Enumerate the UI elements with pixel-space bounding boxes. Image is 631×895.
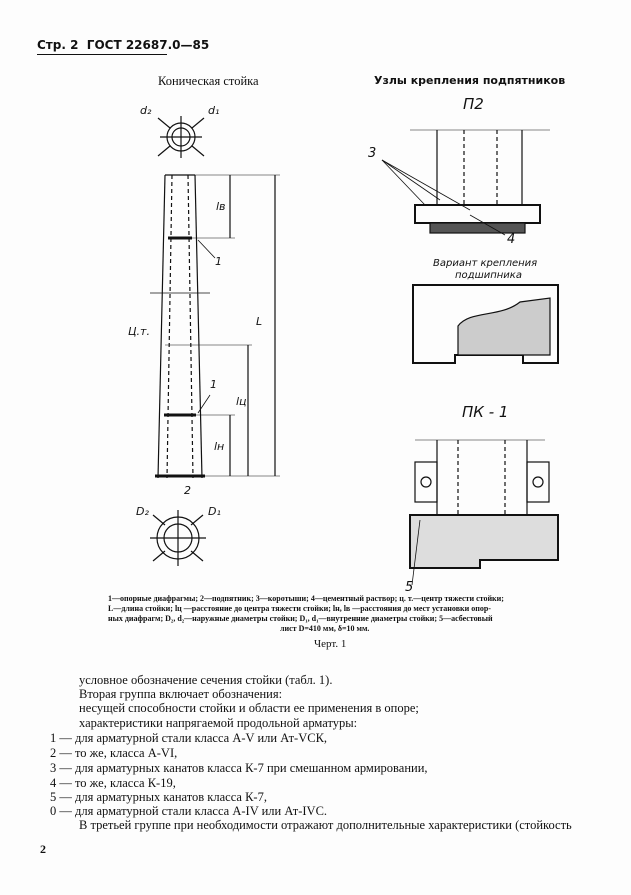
header-rule xyxy=(37,54,167,55)
body-line: 2 — то же, класса А-VI, xyxy=(50,746,178,760)
label-1b: 1 xyxy=(210,378,217,391)
label-pk1: ПК - 1 xyxy=(462,403,509,421)
figure-caption-3: ных диафрагм; D₂, d₂—наружные диаметры с… xyxy=(108,614,493,623)
label-d2: d₂ xyxy=(140,104,152,117)
label-lc: lц xyxy=(236,395,247,408)
body-line: В третьей группе при необходимости отраж… xyxy=(79,818,572,832)
label-ln: lн xyxy=(214,440,225,453)
body-line: Вторая группа включает обозначения: xyxy=(79,687,283,701)
body-line: характеристики напрягаемой продольной ар… xyxy=(79,716,358,730)
body-line: несущей способности стойки и области ее … xyxy=(79,701,419,715)
bearing-variant xyxy=(412,284,559,364)
left-figure-title: Коническая стойка xyxy=(158,74,259,88)
right-figure-title: Узлы крепления подпятников xyxy=(374,74,566,87)
label-1a: 1 xyxy=(215,255,222,268)
standard-number: ГОСТ 22687.0—85 xyxy=(86,38,210,52)
technical-drawing xyxy=(150,116,559,586)
figure-number: Черт. 1 xyxy=(314,638,347,650)
label-variant: Вариант крепления xyxy=(433,258,538,269)
label-ct: Ц.т. xyxy=(128,325,150,338)
body-line: 1 — для арматурной стали класса А-V или … xyxy=(50,731,328,745)
label-L: L xyxy=(256,315,263,328)
body-line: условное обозначение сечения стойки (таб… xyxy=(79,673,333,687)
label-lv: lв xyxy=(216,200,226,213)
p2-node xyxy=(381,129,550,236)
page-number: 2 xyxy=(40,842,46,856)
body-line: 3 — для арматурных канатов класса К-7 пр… xyxy=(50,761,428,775)
label-3: 3 xyxy=(368,146,377,161)
page-header: Стр. 2 ГОСТ 22687.0—85 xyxy=(37,38,209,52)
label-2: 2 xyxy=(184,484,191,497)
figure-caption-4: лист D=410 мм, δ=10 мм. xyxy=(280,624,370,633)
label-D2: D₂ xyxy=(136,505,149,518)
conical-pole xyxy=(150,174,210,479)
figure-caption-2: L—длина стойки; lц —расстояние до центра… xyxy=(108,604,491,613)
label-variant-2: подшипника xyxy=(455,270,522,281)
label-p2: П2 xyxy=(463,95,484,113)
label-D1: D₁ xyxy=(208,505,221,518)
page-label: Стр. 2 xyxy=(37,38,79,52)
body-line: 0 — для арматурной стали класса А-IV или… xyxy=(50,804,328,818)
body-line: 5 — для арматурных канатов класса К-7, xyxy=(50,790,267,804)
pk1-node xyxy=(409,439,559,586)
label-4: 4 xyxy=(507,232,516,247)
figure-caption-1: 1—опорные диафрагмы; 2—подпятник; 3—коро… xyxy=(108,594,504,603)
label-5: 5 xyxy=(405,580,414,595)
body-line: 4 — то же, класса К-19, xyxy=(50,776,176,790)
label-d1: d₁ xyxy=(208,104,220,117)
